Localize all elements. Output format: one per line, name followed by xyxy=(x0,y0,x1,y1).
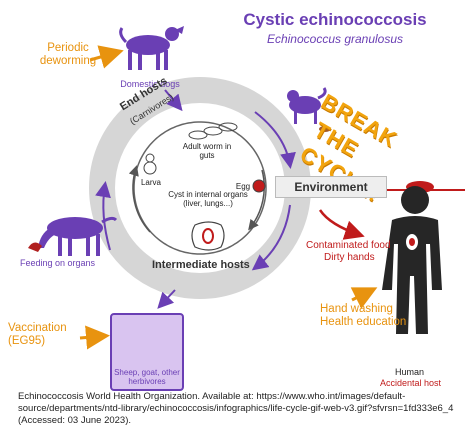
sheep-box xyxy=(110,313,184,391)
vaccination-label: Vaccination (EG95) xyxy=(8,322,67,347)
hand-washing-label: Hand washing xyxy=(320,303,393,315)
cyst-label: Cyst in internal organs (liver, lungs...… xyxy=(168,190,248,208)
larva-label: Larva xyxy=(140,178,161,187)
defecating-dog-icon xyxy=(287,87,327,124)
larva-icon xyxy=(143,153,157,175)
adult-worm-label: Adult worm in guts xyxy=(182,142,232,160)
intermediate-hosts-label: Intermediate hosts xyxy=(152,259,250,271)
feeding-on-organs-label: Feeding on organs xyxy=(20,258,96,268)
vaccination-arrow xyxy=(79,325,110,350)
citation-text: Echinococcosis World Health Organization… xyxy=(18,391,454,426)
diagram-title: Cystic echinococcosis xyxy=(243,10,427,29)
arrow-to-end-hosts xyxy=(95,181,111,251)
periodic-deworming-label: Periodic deworming xyxy=(39,42,97,67)
inner-cycle xyxy=(133,121,267,255)
diagram-subtitle: Echinococcus granulosus xyxy=(266,32,404,46)
deworming-arrow xyxy=(89,45,124,69)
dog-icon xyxy=(119,26,184,70)
egg-label: Egg xyxy=(235,182,251,191)
organ-icon xyxy=(28,242,42,252)
cyst-icon xyxy=(191,221,225,251)
handwashing-arrow xyxy=(350,287,378,309)
human-label: Human xyxy=(395,367,425,377)
human-icon xyxy=(382,186,442,334)
feeding-dog-icon xyxy=(38,216,118,256)
egg-icon xyxy=(252,179,266,193)
contaminated-food-label: Contaminated food xyxy=(306,240,391,251)
infection-arrow xyxy=(318,209,365,240)
health-education-label: Health education xyxy=(320,316,407,328)
environment-box: Environment xyxy=(275,176,387,198)
domestic-dogs-label: Domestic dogs xyxy=(120,79,180,89)
accidental-host-label: Accidental host xyxy=(380,378,442,388)
adult-worm-icon xyxy=(188,122,238,140)
sheep-goat-label: Sheep, goat, other herbivores xyxy=(114,368,180,386)
arrow-to-intermediate xyxy=(251,204,291,271)
dirty-hands-label: Dirty hands xyxy=(324,252,375,263)
arrow-to-environment xyxy=(254,111,296,169)
